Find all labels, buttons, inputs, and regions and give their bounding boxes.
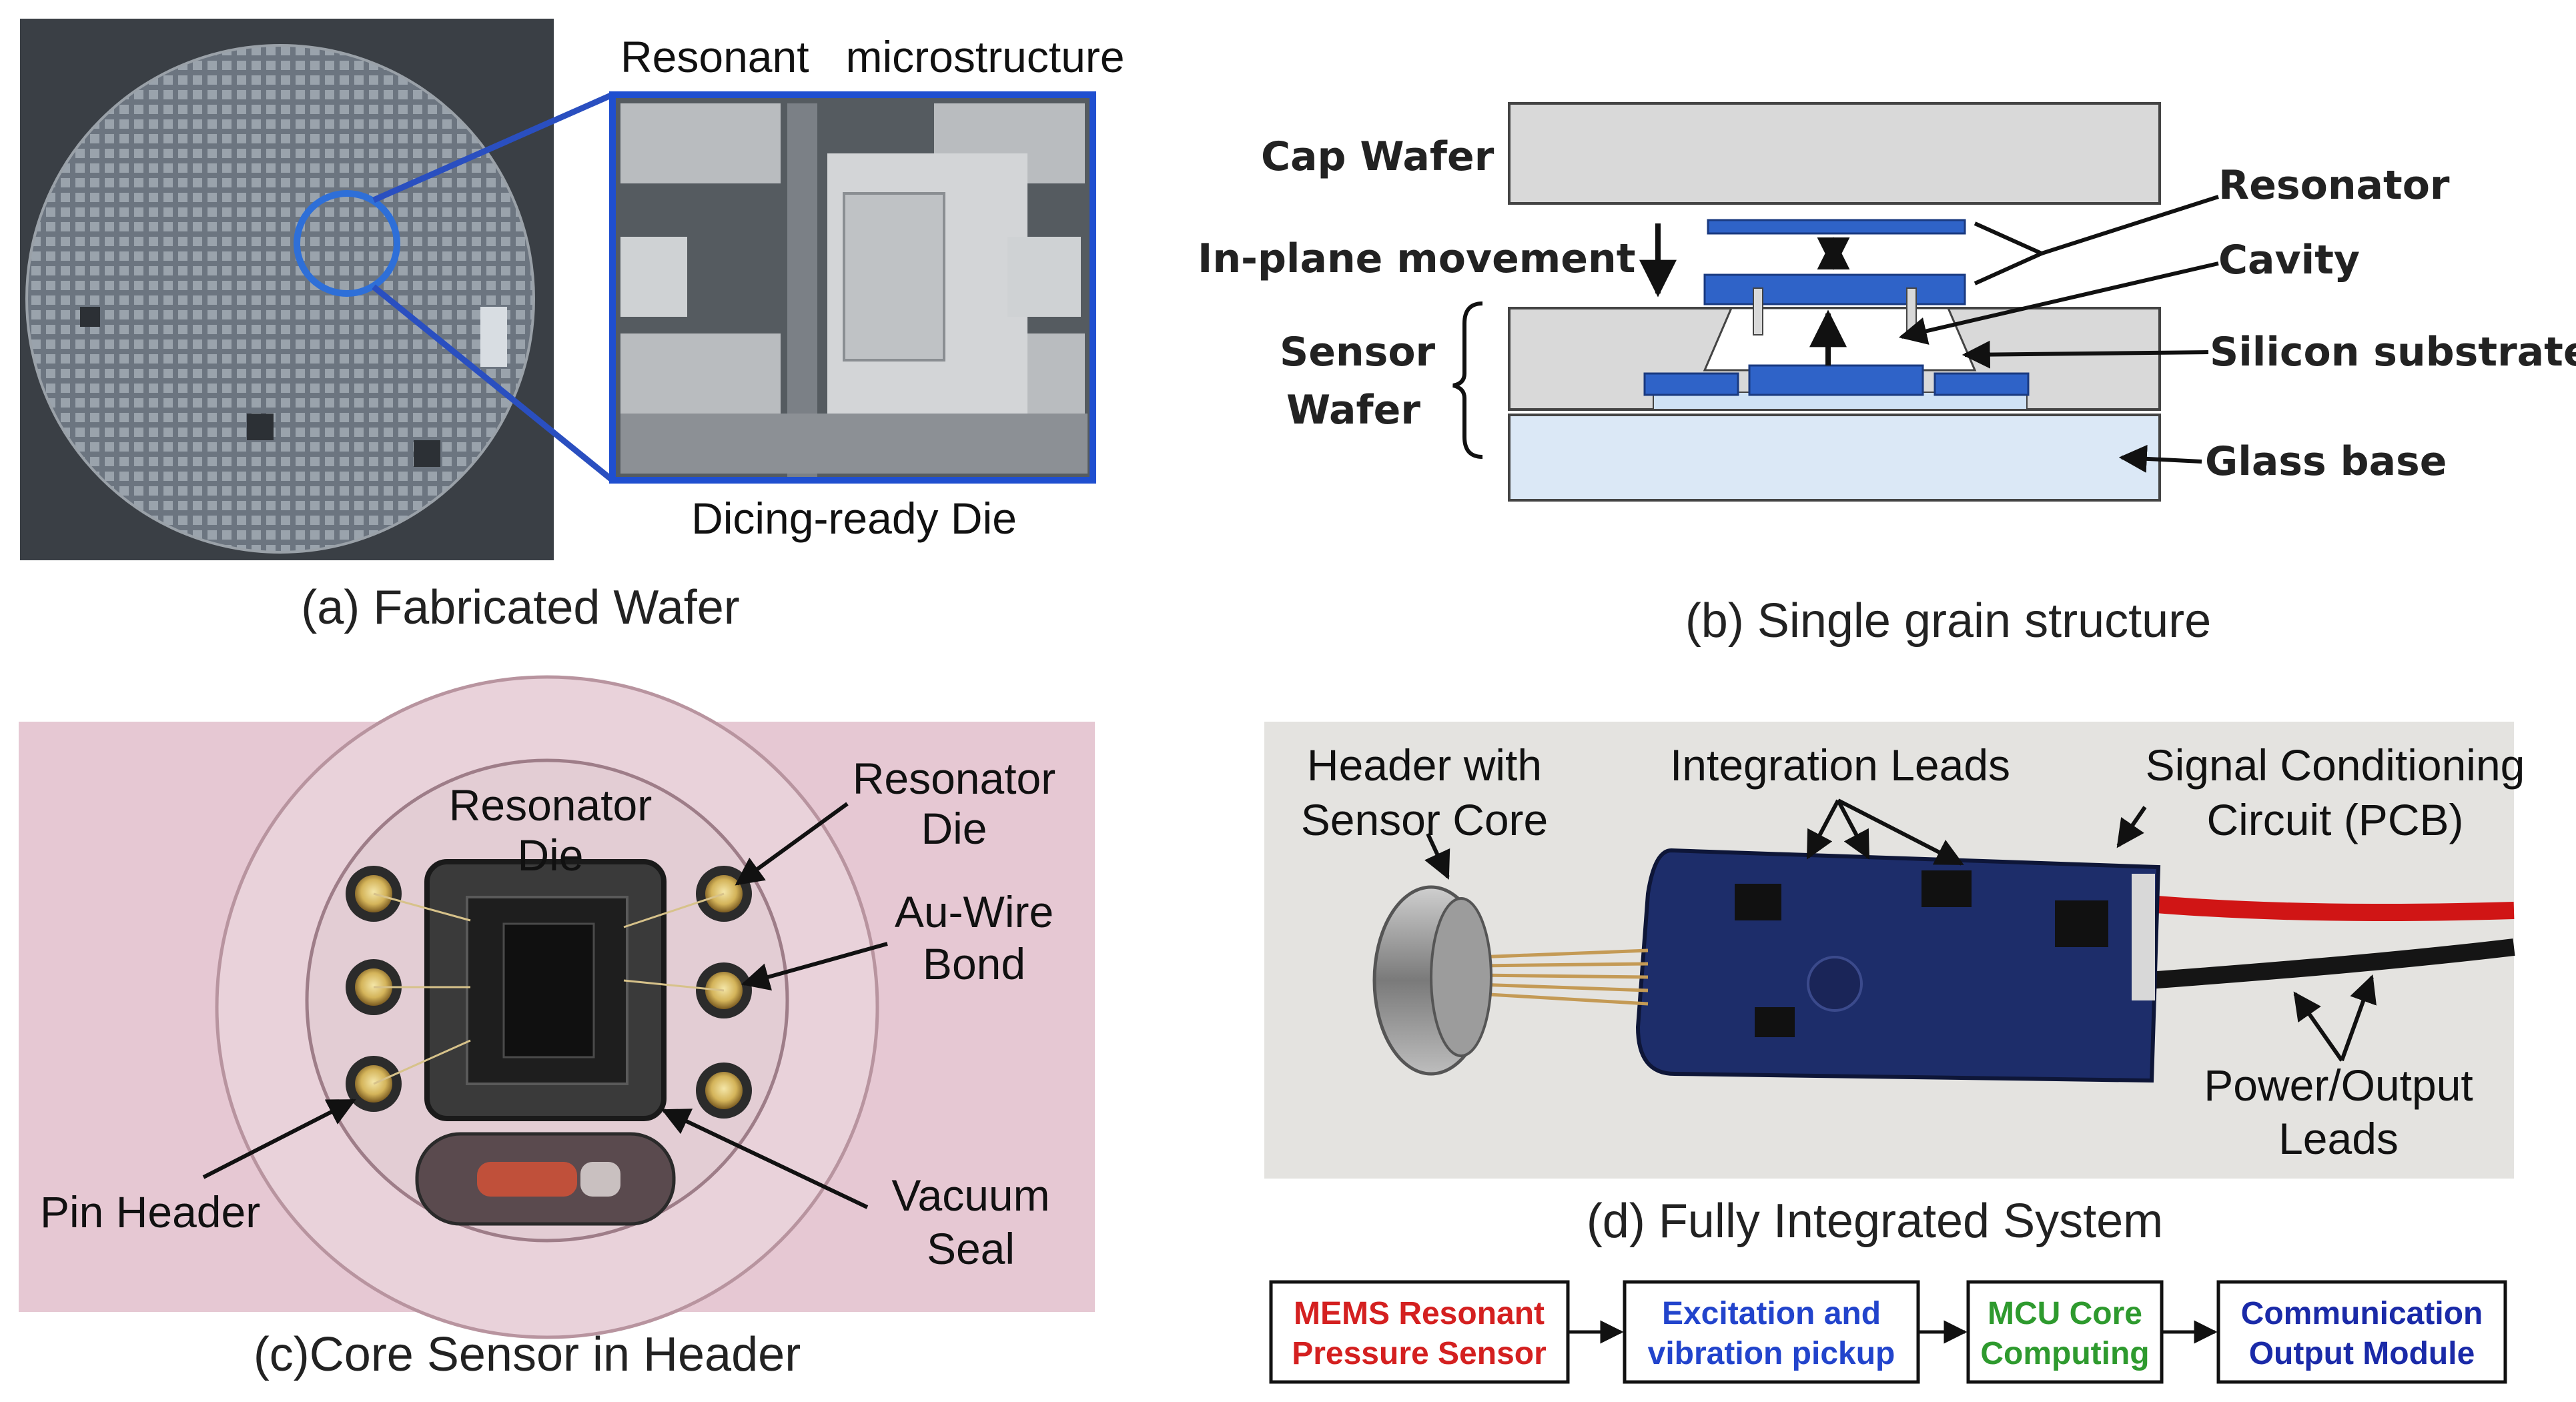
pcb-board [1635, 848, 2161, 1083]
flow-box-comm-line2: Output Module [2249, 1336, 2475, 1371]
flow-box-excitation: Excitation and vibration pickup [1623, 1280, 1920, 1384]
resonator-body [1703, 273, 1966, 305]
panel-a: Resonant microstructure Dicing-ready Die… [20, 19, 1125, 634]
flow-box-sensor-line1: MEMS Resonant [1294, 1296, 1545, 1331]
flow-box-sensor-line2: Pressure Sensor [1292, 1336, 1547, 1371]
red-lead [2147, 895, 2515, 921]
label-in-plane: In-plane movement [1198, 235, 1635, 282]
label-sensor: Sensor [1280, 329, 1436, 376]
cavity [1703, 307, 1977, 372]
label-integration: Integration Leads [1670, 740, 2010, 790]
electrode-right [1934, 372, 2030, 396]
label-wafer: Wafer [1286, 387, 1420, 434]
caption-a: (a) Fabricated Wafer [301, 581, 740, 634]
panel-b: Cap Wafer In-plane movement Sensor Wafer… [1198, 102, 2576, 648]
inset-die-photo [609, 91, 1096, 484]
label-power-1: Power/Output [2204, 1061, 2473, 1110]
wafer-disc [25, 44, 535, 554]
label-cavity: Cavity [2218, 237, 2360, 283]
label-signal-1: Signal Conditioning [2146, 740, 2525, 790]
glass-base-layer [1508, 414, 2161, 502]
label-header-2: Sensor Core [1301, 795, 1549, 844]
electrode-center [1748, 364, 1924, 396]
label-resonator: Resonator [2218, 162, 2450, 209]
black-lead [2148, 938, 2515, 989]
flow-box-mcu-line1: MCU Core [1988, 1296, 2142, 1331]
label-cap-wafer: Cap Wafer [1261, 133, 1494, 180]
label-header-1: Header with [1307, 740, 1542, 790]
label-res-die-1: Resonator [449, 780, 653, 830]
label-signal-2: Circuit (PCB) [2206, 795, 2463, 844]
electrode-left [1643, 372, 1739, 396]
flow-box-communication: Communication Output Module [2216, 1280, 2507, 1384]
label-vacuum-1: Vacuum [891, 1171, 1049, 1220]
caption-d: (d) Fully Integrated System [1587, 1195, 2163, 1248]
label-res-die-r1: Resonator [853, 754, 1056, 803]
flow-box-sensor: MEMS Resonant Pressure Sensor [1269, 1280, 1570, 1384]
cap-wafer-layer [1508, 102, 2161, 205]
label-pin-header: Pin Header [40, 1187, 260, 1237]
label-res-die-r2: Die [921, 804, 987, 853]
flow-box-comm-line1: Communication [2241, 1296, 2483, 1331]
flow-box-excitation-line2: vibration pickup [1648, 1336, 1895, 1371]
caption-c: (c)Core Sensor in Header [254, 1328, 801, 1381]
flow-box-mcu: MCU Core Computing [1966, 1280, 2164, 1384]
caption-b: (b) Single grain structure [1685, 594, 2211, 648]
flow-diagram: MEMS Resonant Pressure Sensor Excitation… [1269, 1280, 2507, 1384]
panel-d: Header with Sensor Core Integration Lead… [1264, 722, 2525, 1248]
resonator-top-beam [1707, 219, 1966, 235]
label-power-2: Leads [2278, 1114, 2399, 1163]
inset-title: Resonant microstructure [620, 32, 1125, 81]
label-silicon: Silicon substrate [2210, 329, 2576, 376]
label-au-wire-1: Au-Wire [895, 887, 1053, 936]
label-au-wire-2: Bond [923, 939, 1025, 988]
zoom-circle [294, 190, 400, 297]
label-vacuum-2: Seal [927, 1224, 1015, 1273]
flow-box-mcu-line2: Computing [1980, 1336, 2149, 1371]
panel-c: Resonator Die Resonator Die Au-Wire Bond… [19, 675, 1095, 1381]
label-res-die-2: Die [517, 830, 583, 880]
label-glass: Glass base [2205, 438, 2447, 485]
flow-box-excitation-line1: Excitation and [1662, 1296, 1881, 1331]
inset-caption: Dicing-ready Die [691, 494, 1017, 543]
